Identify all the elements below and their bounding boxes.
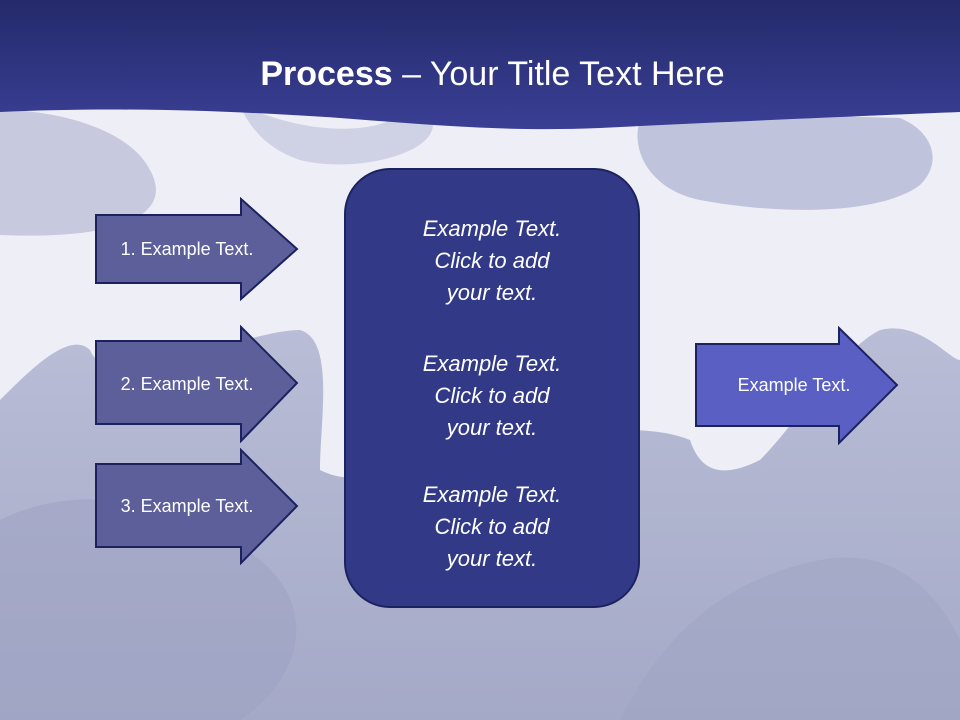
right-arrow-shape xyxy=(695,326,899,445)
process-step-arrow[interactable]: 1. Example Text. xyxy=(94,197,300,301)
right-arrow-shape xyxy=(95,197,299,301)
fabric-fold xyxy=(620,557,960,720)
center-content-box[interactable]: Example Text. Click to add your text. Ex… xyxy=(344,168,640,608)
right-arrow-shape xyxy=(95,325,299,443)
center-text-block: Example Text. Click to add your text. xyxy=(422,351,562,440)
process-step-arrow[interactable]: 3. Example Text. xyxy=(94,448,300,565)
title-banner xyxy=(0,0,960,130)
center-text-block: Example Text. Click to add your text. xyxy=(422,216,562,305)
step-label: 3. Example Text. xyxy=(120,496,254,516)
right-arrow-shape xyxy=(95,448,299,565)
output-label: Example Text. xyxy=(737,375,851,395)
fabric-fold xyxy=(0,499,297,720)
title-bold: Process xyxy=(260,55,393,93)
fabric-fold xyxy=(0,110,156,236)
slide-title[interactable]: Process – Your Title Text Here xyxy=(0,50,960,98)
center-text-block: Example Text. Click to add your text. xyxy=(422,482,562,571)
step-label: 2. Example Text. xyxy=(120,373,254,394)
step-label: 1. Example Text. xyxy=(120,238,254,259)
output-arrow[interactable]: Example Text. xyxy=(694,326,900,445)
fabric-fold xyxy=(240,105,433,165)
fabric-fold xyxy=(637,114,933,210)
title-rest: – Your Title Text Here xyxy=(392,55,725,93)
process-step-arrow[interactable]: 2. Example Text. xyxy=(94,325,300,443)
